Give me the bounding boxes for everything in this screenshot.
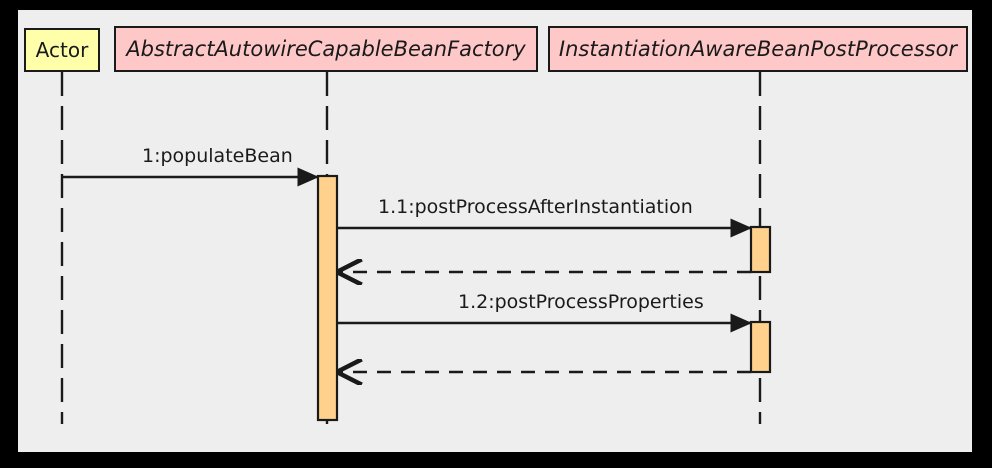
diagram-panel [18,10,972,452]
participant-label-factory: AbstractAutowireCapableBeanFactory [126,36,526,61]
messages-group [62,167,753,372]
message-label-1.1: 1.1:postProcessAfterInstantiation [378,196,693,218]
message-label-1: 1:populateBean [142,145,293,167]
participant-label-actor: Actor [35,38,89,62]
message-label-1.2: 1.2:postProcessProperties [458,291,704,313]
participant-box-factory[interactable]: AbstractAutowireCapableBeanFactory [114,26,538,72]
participant-box-postprocessor[interactable]: InstantiationAwareBeanPostProcessor [548,26,968,72]
participant-label-postprocessor: InstantiationAwareBeanPostProcessor [558,36,958,61]
activation-bar-postprocessor-2 [749,320,772,374]
activations-group [316,174,772,422]
participant-box-actor[interactable]: Actor [24,28,100,72]
activation-bar-postprocessor-1 [749,225,772,274]
activation-bar-factory-0 [316,174,339,422]
